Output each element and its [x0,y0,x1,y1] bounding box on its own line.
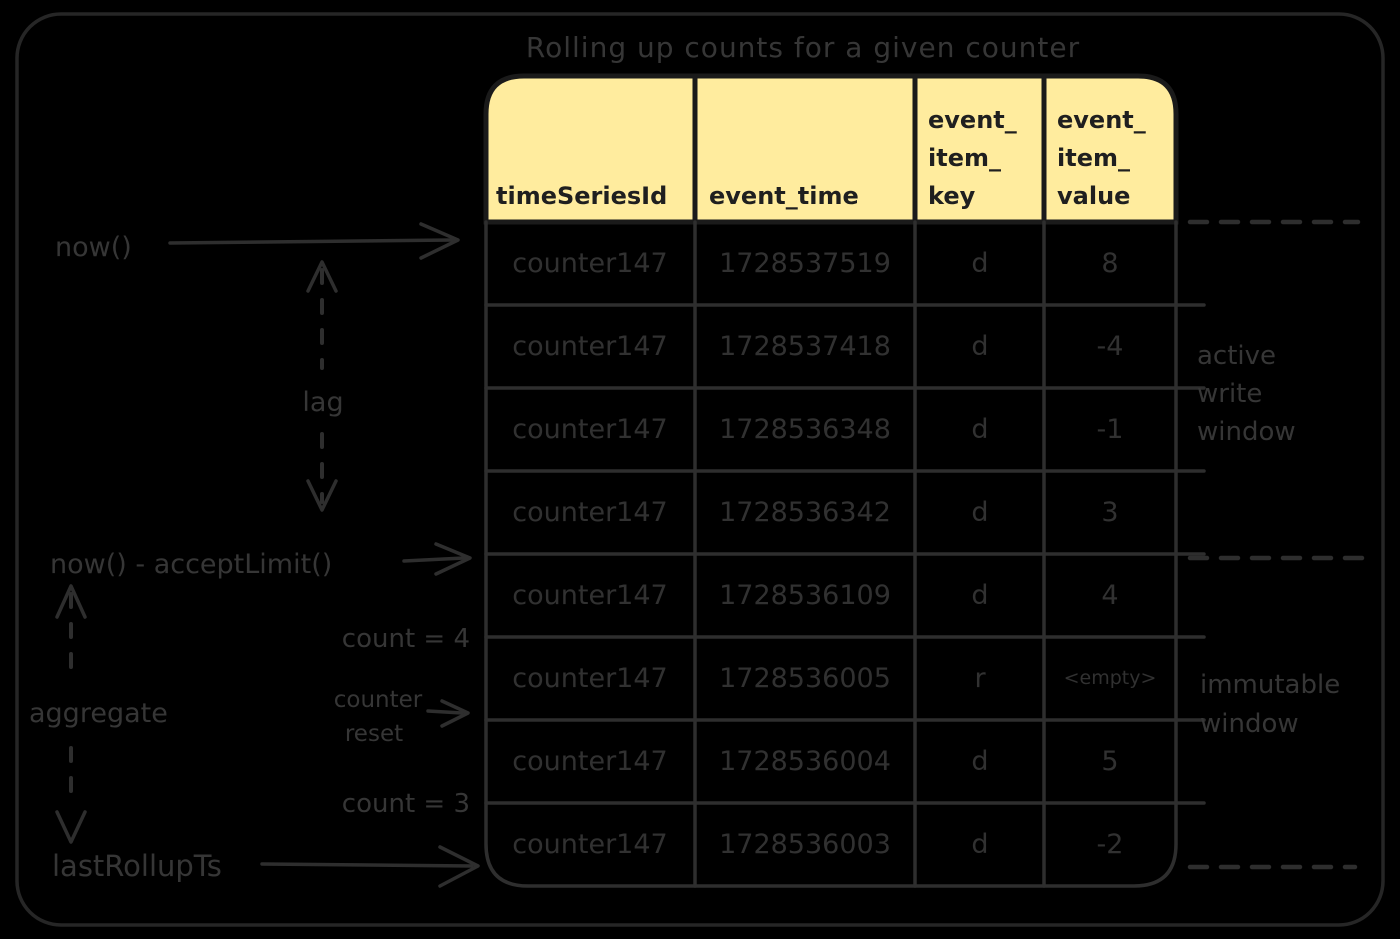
cell-event-item-key: d [971,829,988,860]
cell-timeseriesid: counter147 [512,414,667,445]
counter-reset-arrow [426,709,464,715]
table-row: counter147 1728537418 d -4 [512,331,1123,362]
now-arrow-head [419,222,460,260]
cell-event-item-value: 8 [1101,248,1118,279]
svg-text:item_: item_ [1057,144,1130,172]
cell-event-item-key: d [971,414,988,445]
table-row: counter147 1728536109 d 4 [512,580,1118,611]
cell-timeseriesid: counter147 [512,746,667,777]
last-rollup-arrow-head [438,845,480,888]
cell-event-time: 1728536348 [719,414,891,445]
cell-timeseriesid: counter147 [512,331,667,362]
table-row: counter147 1728536348 d -1 [512,414,1123,445]
cell-event-item-value: -1 [1097,414,1124,445]
cell-event-time: 1728536109 [719,580,891,611]
svg-text:event_: event_ [928,106,1017,134]
counter-reset-arrow-head [440,699,470,728]
svg-text:counter: counter [334,687,423,713]
cell-event-item-key: d [971,331,988,362]
svg-text:value: value [1057,182,1130,210]
now-label: now() [55,232,132,263]
cell-event-time: 1728536003 [719,829,891,860]
lag-arrow-up-head [306,260,338,293]
cell-event-item-key: r [974,663,986,694]
cell-event-time: 1728536004 [719,746,891,777]
now-arrow [168,238,454,245]
cell-event-item-value: 3 [1101,497,1118,528]
cell-event-item-value: 4 [1101,580,1118,611]
table-row: counter147 1728536004 d 5 [512,746,1118,777]
active-write-window-label: active write window [1197,341,1296,447]
aggregate-arrow-down-head [55,810,87,844]
immutable-window-label: immutable window [1200,670,1340,739]
svg-text:event_: event_ [1057,106,1146,134]
svg-text:active: active [1197,341,1276,371]
column-header-event-item-value: event_ item_ value [1057,106,1146,210]
cell-timeseriesid: counter147 [512,663,667,694]
count-upper-label: count = 4 [342,624,470,654]
accept-limit-arrow-head [434,542,472,576]
aggregate-label: aggregate [29,698,168,729]
svg-text:window: window [1197,417,1296,447]
cell-event-item-key: d [971,580,988,611]
last-rollup-label: lastRollupTs [52,849,222,883]
table-row: counter147 1728536003 d -2 [512,829,1123,860]
counter-reset-label: counter reset [334,687,423,747]
svg-text:reset: reset [345,721,403,747]
outer-frame [15,12,1385,927]
table-header-row: timeSeriesId event_time event_ item_ key… [496,106,1146,210]
column-header-event-item-key: event_ item_ key [928,106,1017,210]
cell-event-item-key: d [971,497,988,528]
aggregate-arrow-up-head [55,584,87,619]
table-row: counter147 1728536342 d 3 [512,497,1118,528]
svg-text:write: write [1197,379,1262,409]
cell-timeseriesid: counter147 [512,829,667,860]
last-rollup-arrow [260,862,474,868]
lag-arrow-down-head [306,479,338,512]
column-header-event-time: event_time [709,182,859,210]
cell-event-time: 1728537519 [719,248,891,279]
cell-event-item-key: d [971,248,988,279]
cell-timeseriesid: counter147 [512,580,667,611]
diagram-title: Rolling up counts for a given counter [526,31,1080,64]
cell-event-item-value: -2 [1097,829,1124,860]
table-body-outline [484,220,1178,888]
cell-event-time: 1728537418 [719,331,891,362]
column-header-timeseriesid: timeSeriesId [496,182,667,210]
accept-limit-label: now() - acceptLimit() [50,549,332,580]
cell-timeseriesid: counter147 [512,248,667,279]
svg-text:window: window [1200,709,1299,739]
lag-label: lag [302,387,343,418]
cell-event-item-value: 5 [1101,746,1118,777]
count-lower-label: count = 3 [342,789,470,819]
svg-text:key: key [928,182,976,210]
cell-event-time: 1728536005 [719,663,891,694]
table-row: counter147 1728537519 d 8 [512,248,1118,279]
cell-event-time: 1728536342 [719,497,891,528]
svg-text:immutable: immutable [1200,670,1340,700]
cell-event-item-value: -4 [1097,331,1124,362]
cell-event-item-value: <empty> [1064,667,1157,689]
cell-timeseriesid: counter147 [512,497,667,528]
table-row: counter147 1728536005 r <empty> [512,663,1156,694]
cell-event-item-key: d [971,746,988,777]
svg-text:item_: item_ [928,144,1001,172]
accept-limit-arrow [402,556,466,563]
